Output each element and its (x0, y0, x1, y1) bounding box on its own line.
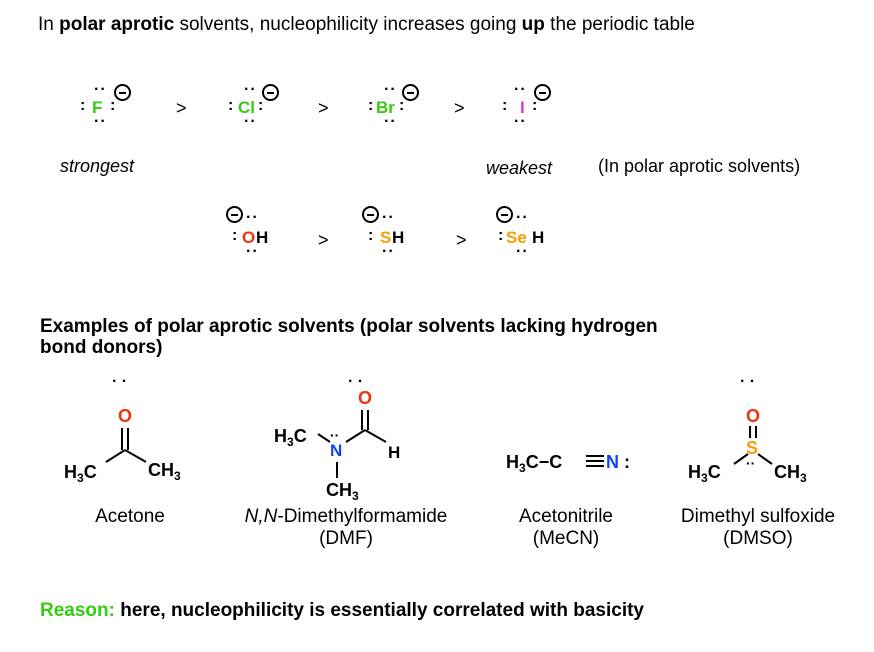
acetonitrile-label: Acetonitrile (MeCN) (498, 506, 634, 550)
svg-text::: : (624, 452, 630, 472)
negative-charge-icon (262, 84, 279, 101)
negative-charge-icon (402, 84, 419, 101)
bromide-ion: ·· : Br : ·· (368, 80, 438, 140)
greater-than: > (176, 98, 187, 118)
hydrosulfide-ion: ·· : S H ·· (362, 206, 432, 262)
svg-text:H3C−C: H3C−C (506, 452, 562, 475)
svg-text:· ·: · · (348, 373, 363, 390)
svg-text:CH3: CH3 (148, 460, 181, 483)
dmf-abbr: (DMF) (319, 528, 373, 549)
svg-text:CH3: CH3 (774, 462, 807, 485)
acetonitrile-abbr: (MeCN) (532, 528, 600, 549)
dmf-structure: · · O H N ·· H3C CH3 (274, 373, 400, 503)
svg-text:N: N (606, 452, 619, 472)
acetonitrile-structure: H3C−C N : (506, 452, 630, 475)
dmso-label: Dimethyl sulfoxide (DMSO) (660, 506, 856, 550)
title-text: In (38, 14, 60, 35)
negative-charge-icon (226, 206, 243, 223)
svg-text:O: O (746, 406, 760, 426)
svg-text:··: ·· (330, 427, 339, 443)
dmso-structure: · · O S ·· H3C CH3 (688, 373, 807, 485)
title-bold-up: up (521, 14, 545, 35)
svg-text:H3C: H3C (688, 462, 721, 485)
examples-heading: Examples of polar aprotic solvents (pola… (40, 316, 658, 358)
greater-than: > (456, 230, 467, 250)
negative-charge-icon (114, 84, 131, 101)
fluoride-ion: ·· : F : ·· (80, 80, 150, 140)
dmf-name-rest: -Dimethylformamide (277, 506, 448, 527)
svg-text:· ·: · · (740, 373, 755, 390)
greater-than: > (318, 98, 329, 118)
svg-text:H3C: H3C (274, 426, 307, 449)
hydroselenide-ion: ·· : Se H ·· (496, 206, 566, 262)
examples-heading-line2: bond donors) (40, 337, 163, 358)
solvent-structures: · · O H3C CH3 · · O H N ·· H3C CH3 H3C−C… (64, 373, 807, 503)
strongest-label: strongest (60, 156, 135, 176)
svg-text:N: N (330, 441, 342, 460)
negative-charge-icon (534, 84, 551, 101)
reason-text: here, nucleophilicity is essentially cor… (114, 600, 644, 621)
dmso-name: Dimethyl sulfoxide (680, 506, 836, 527)
dmf-label: N,N-Dimethylformamide (DMF) (212, 506, 480, 550)
svg-text:CH3: CH3 (326, 480, 359, 503)
svg-text:··: ·· (746, 455, 755, 471)
negative-charge-icon (362, 206, 379, 223)
chloride-ion: ·· : Cl : ·· (228, 80, 298, 140)
examples-heading-line1: Examples of polar aprotic solvents (pola… (40, 316, 658, 337)
dmso-abbr: (DMSO) (723, 528, 793, 549)
dmf-name-italic: N,N (244, 506, 278, 527)
title-text: solvents, nucleophilicity increases goin… (174, 14, 522, 35)
acetone-label: Acetone (60, 506, 200, 528)
greater-than: > (454, 98, 465, 118)
iodide-ion: ·· : I : ·· (502, 80, 572, 140)
svg-text:H3C: H3C (64, 462, 97, 485)
svg-text:O: O (118, 406, 132, 426)
negative-charge-icon (496, 206, 513, 223)
solvent-note: (In polar aprotic solvents) (598, 156, 801, 176)
svg-text:H: H (388, 443, 400, 462)
title-bold-polar-aprotic: polar aprotic (59, 14, 175, 35)
page-title: In polar aprotic solvents, nucleophilici… (38, 14, 695, 36)
svg-text:O: O (358, 388, 372, 408)
greater-than: > (318, 230, 329, 250)
weakest-label: weakest (486, 158, 553, 178)
acetonitrile-name: Acetonitrile (519, 506, 613, 527)
hydroxide-ion: ·· : O H ·· (226, 206, 296, 262)
svg-text:S: S (746, 438, 758, 458)
reason-label: Reason: (40, 600, 115, 621)
acetone-structure: · · O H3C CH3 (64, 373, 181, 485)
dmf-name: N,N-Dimethylformamide (212, 506, 480, 528)
svg-text:· ·: · · (112, 373, 127, 390)
reason-line: Reason: here, nucleophilicity is essenti… (40, 600, 644, 622)
acetone-name: Acetone (95, 506, 165, 527)
title-text: the periodic table (544, 14, 695, 35)
